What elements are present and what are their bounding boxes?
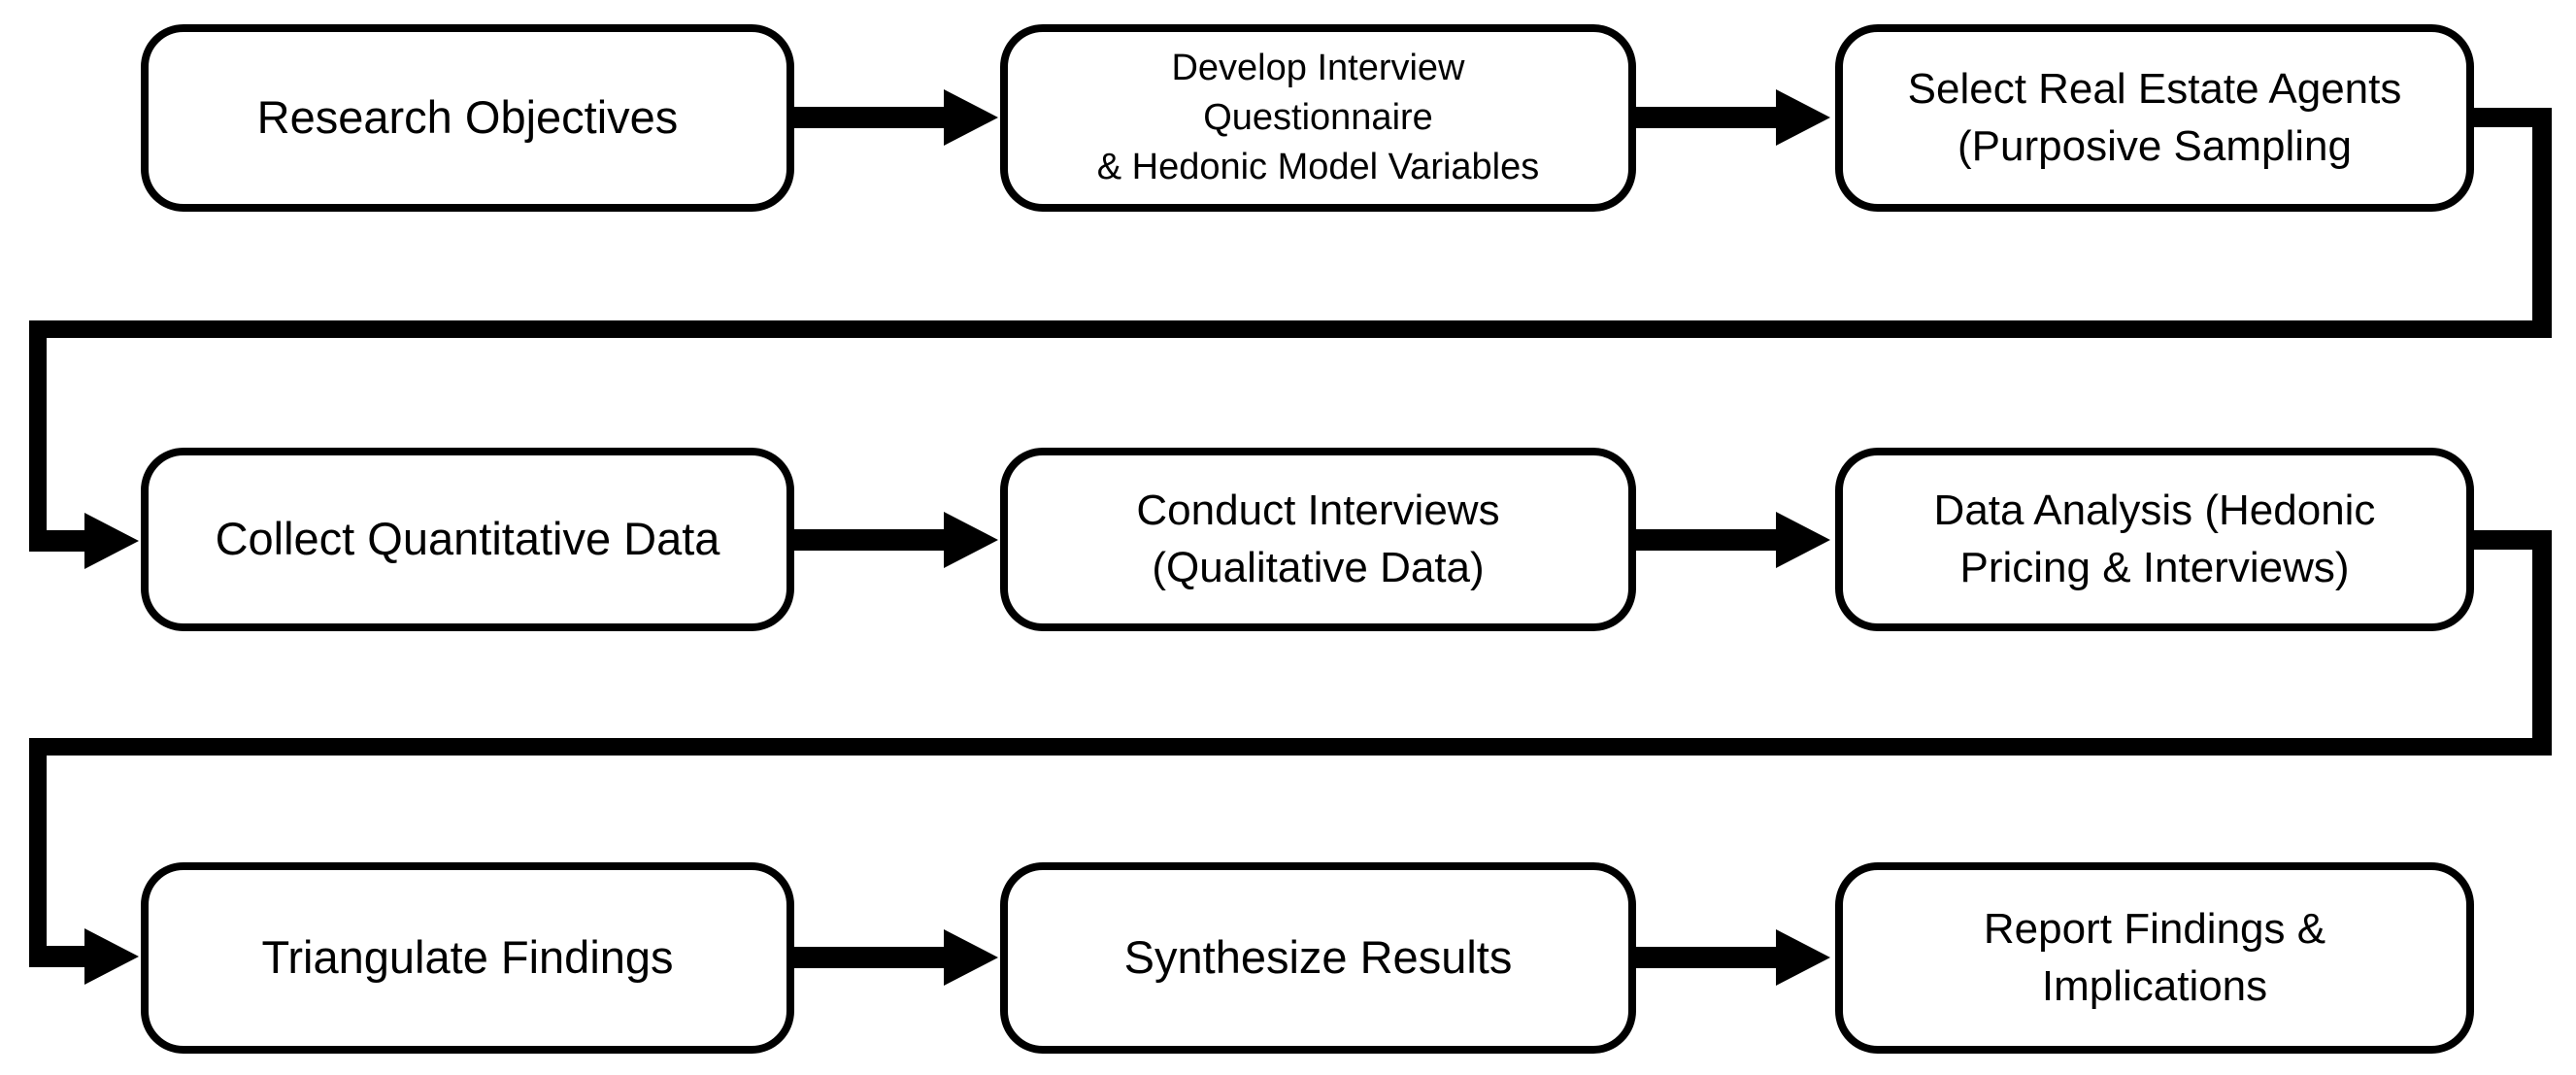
arrow-2-to-3-head: [1776, 89, 1830, 146]
arrow-1-to-2-tail: [794, 107, 948, 128]
connector-1-wrap-horizontal: [29, 320, 2552, 338]
connector-2-wrap-horizontal: [29, 738, 2552, 756]
connector-2-entry-tail: [29, 946, 87, 967]
flow-node-synthesize-results: Synthesize Results: [1000, 862, 1636, 1054]
connector-1-right-vertical: [2532, 108, 2552, 338]
flow-node-collect-quantitative: Collect Quantitative Data: [141, 448, 794, 631]
arrow-5-to-6-tail: [1636, 529, 1780, 551]
flow-node-conduct-interviews: Conduct Interviews(Qualitative Data): [1000, 448, 1636, 631]
arrow-4-to-5-tail: [794, 529, 948, 551]
arrow-7-to-8-head: [944, 929, 998, 986]
arrow-1-to-2-head: [944, 89, 998, 146]
arrow-8-to-9-tail: [1636, 947, 1780, 968]
flow-node-report-findings: Report Findings &Implications: [1835, 862, 2474, 1054]
connector-2-left-vertical: [29, 738, 47, 967]
arrow-4-to-5-head: [944, 512, 998, 568]
connector-2-entry-head: [84, 928, 139, 985]
arrow-5-to-6-head: [1776, 512, 1830, 568]
arrow-8-to-9-head: [1776, 929, 1830, 986]
arrow-2-to-3-tail: [1636, 107, 1780, 128]
connector-2-right-vertical: [2532, 530, 2552, 756]
flow-node-select-agents: Select Real Estate Agents(Purposive Samp…: [1835, 24, 2474, 212]
connector-1-entry-tail: [29, 530, 87, 552]
arrow-7-to-8-tail: [794, 947, 948, 968]
connector-1-left-vertical: [29, 320, 47, 552]
flow-node-research-objectives: Research Objectives: [141, 24, 794, 212]
connector-1-entry-head: [84, 513, 139, 569]
flow-node-triangulate-findings: Triangulate Findings: [141, 862, 794, 1054]
